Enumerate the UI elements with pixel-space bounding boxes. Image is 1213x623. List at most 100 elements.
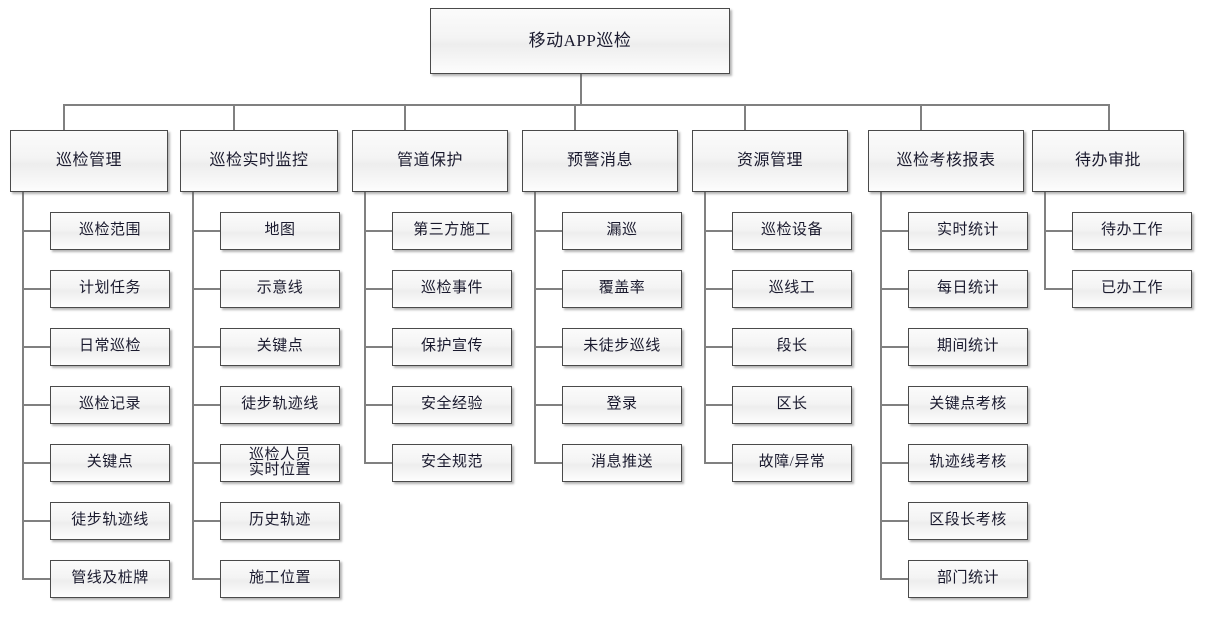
leaf-node-5-3-label: 关键点考核 bbox=[929, 396, 1007, 413]
leaf-node-0-1-label: 计划任务 bbox=[78, 280, 141, 297]
connector-branch-trunk-3 bbox=[534, 192, 536, 463]
root-node[interactable]: 移动APP巡检 bbox=[430, 8, 730, 74]
leaf-node-2-4[interactable]: 安全规范 bbox=[392, 444, 512, 482]
leaf-node-3-2[interactable]: 未徒步巡线 bbox=[562, 328, 682, 366]
leaf-node-0-4-label: 关键点 bbox=[86, 454, 134, 471]
leaf-node-0-1[interactable]: 计划任务 bbox=[50, 270, 170, 308]
connector-child-5-0 bbox=[880, 230, 908, 232]
leaf-node-2-4-label: 安全规范 bbox=[420, 454, 483, 471]
leaf-node-2-0[interactable]: 第三方施工 bbox=[392, 212, 512, 250]
branch-node-5-label: 巡检考核报表 bbox=[896, 151, 996, 169]
connector-child-0-3 bbox=[22, 404, 50, 406]
leaf-node-5-2[interactable]: 期间统计 bbox=[908, 328, 1028, 366]
connector-child-0-0 bbox=[22, 230, 50, 232]
branch-node-0-label: 巡检管理 bbox=[55, 151, 122, 169]
leaf-node-5-1-label: 每日统计 bbox=[936, 280, 999, 297]
leaf-node-1-1[interactable]: 示意线 bbox=[220, 270, 340, 308]
leaf-node-2-2-label: 保护宣传 bbox=[420, 338, 483, 355]
leaf-node-4-3[interactable]: 区长 bbox=[732, 386, 852, 424]
branch-node-2[interactable]: 管道保护 bbox=[352, 130, 508, 192]
leaf-node-1-1-label: 示意线 bbox=[256, 280, 304, 297]
leaf-node-0-5-label: 徒步轨迹线 bbox=[71, 512, 149, 529]
leaf-node-4-3-label: 区长 bbox=[776, 396, 808, 413]
connector-child-1-5 bbox=[192, 520, 220, 522]
leaf-node-4-2[interactable]: 段长 bbox=[732, 328, 852, 366]
leaf-node-1-0[interactable]: 地图 bbox=[220, 212, 340, 250]
leaf-node-5-0[interactable]: 实时统计 bbox=[908, 212, 1028, 250]
connector-child-2-1 bbox=[364, 288, 392, 290]
leaf-node-5-1[interactable]: 每日统计 bbox=[908, 270, 1028, 308]
branch-node-6-label: 待办审批 bbox=[1074, 151, 1141, 169]
leaf-node-2-1[interactable]: 巡检事件 bbox=[392, 270, 512, 308]
connector-child-5-4 bbox=[880, 462, 908, 464]
leaf-node-2-3-label: 安全经验 bbox=[420, 396, 483, 413]
leaf-node-5-2-label: 期间统计 bbox=[936, 338, 999, 355]
leaf-node-5-5-label: 区段长考核 bbox=[929, 512, 1007, 529]
branch-node-3[interactable]: 预警消息 bbox=[522, 130, 678, 192]
leaf-node-2-0-label: 第三方施工 bbox=[413, 222, 491, 239]
leaf-node-1-5[interactable]: 历史轨迹 bbox=[220, 502, 340, 540]
connector-child-2-0 bbox=[364, 230, 392, 232]
branch-node-0[interactable]: 巡检管理 bbox=[10, 130, 168, 192]
leaf-node-0-2[interactable]: 日常巡检 bbox=[50, 328, 170, 366]
leaf-node-5-5[interactable]: 区段长考核 bbox=[908, 502, 1028, 540]
leaf-node-3-4-label: 消息推送 bbox=[590, 454, 653, 471]
leaf-node-1-6[interactable]: 施工位置 bbox=[220, 560, 340, 598]
connector-child-4-4 bbox=[704, 462, 732, 464]
leaf-node-1-3[interactable]: 徒步轨迹线 bbox=[220, 386, 340, 424]
connector-bus bbox=[63, 104, 1110, 106]
leaf-node-0-6[interactable]: 管线及桩牌 bbox=[50, 560, 170, 598]
leaf-node-4-2-label: 段长 bbox=[776, 338, 808, 355]
leaf-node-3-1-label: 覆盖率 bbox=[598, 280, 646, 297]
connector-child-5-3 bbox=[880, 404, 908, 406]
connector-branch-trunk-4 bbox=[704, 192, 706, 463]
connector-child-0-5 bbox=[22, 520, 50, 522]
leaf-node-3-0-label: 漏巡 bbox=[606, 222, 638, 239]
leaf-node-2-3[interactable]: 安全经验 bbox=[392, 386, 512, 424]
connector-branch-stem-6 bbox=[1108, 104, 1110, 130]
connector-child-3-0 bbox=[534, 230, 562, 232]
leaf-node-0-6-label: 管线及桩牌 bbox=[71, 570, 149, 587]
branch-node-4[interactable]: 资源管理 bbox=[692, 130, 848, 192]
connector-branch-trunk-2 bbox=[364, 192, 366, 463]
connector-child-4-2 bbox=[704, 346, 732, 348]
connector-child-6-0 bbox=[1044, 230, 1072, 232]
connector-child-1-1 bbox=[192, 288, 220, 290]
leaf-node-0-4[interactable]: 关键点 bbox=[50, 444, 170, 482]
leaf-node-1-5-label: 历史轨迹 bbox=[248, 512, 311, 529]
leaf-node-0-5[interactable]: 徒步轨迹线 bbox=[50, 502, 170, 540]
leaf-node-3-0[interactable]: 漏巡 bbox=[562, 212, 682, 250]
leaf-node-5-4[interactable]: 轨迹线考核 bbox=[908, 444, 1028, 482]
branch-node-3-label: 预警消息 bbox=[566, 151, 633, 169]
leaf-node-3-4[interactable]: 消息推送 bbox=[562, 444, 682, 482]
leaf-node-4-4-label: 故障/异常 bbox=[758, 454, 826, 471]
leaf-node-0-0-label: 巡检范围 bbox=[78, 222, 141, 239]
connector-child-6-1 bbox=[1044, 288, 1072, 290]
leaf-node-4-4[interactable]: 故障/异常 bbox=[732, 444, 852, 482]
branch-node-6[interactable]: 待办审批 bbox=[1032, 130, 1184, 192]
leaf-node-0-3[interactable]: 巡检记录 bbox=[50, 386, 170, 424]
leaf-node-1-2[interactable]: 关键点 bbox=[220, 328, 340, 366]
leaf-node-6-0[interactable]: 待办工作 bbox=[1072, 212, 1192, 250]
branch-node-1[interactable]: 巡检实时监控 bbox=[180, 130, 338, 192]
leaf-node-4-0[interactable]: 巡检设备 bbox=[732, 212, 852, 250]
leaf-node-2-2[interactable]: 保护宣传 bbox=[392, 328, 512, 366]
leaf-node-3-3[interactable]: 登录 bbox=[562, 386, 682, 424]
leaf-node-5-4-label: 轨迹线考核 bbox=[929, 454, 1007, 471]
connector-child-4-0 bbox=[704, 230, 732, 232]
connector-branch-trunk-6 bbox=[1044, 192, 1046, 289]
leaf-node-3-1[interactable]: 覆盖率 bbox=[562, 270, 682, 308]
leaf-node-5-6[interactable]: 部门统计 bbox=[908, 560, 1028, 598]
leaf-node-0-2-label: 日常巡检 bbox=[78, 338, 141, 355]
connector-branch-stem-1 bbox=[233, 104, 235, 130]
leaf-node-0-0[interactable]: 巡检范围 bbox=[50, 212, 170, 250]
connector-branch-stem-2 bbox=[404, 104, 406, 130]
leaf-node-4-0-label: 巡检设备 bbox=[760, 222, 823, 239]
leaf-node-5-3[interactable]: 关键点考核 bbox=[908, 386, 1028, 424]
leaf-node-1-0-label: 地图 bbox=[264, 222, 296, 239]
leaf-node-6-1[interactable]: 已办工作 bbox=[1072, 270, 1192, 308]
leaf-node-4-1[interactable]: 巡线工 bbox=[732, 270, 852, 308]
branch-node-5[interactable]: 巡检考核报表 bbox=[868, 130, 1024, 192]
leaf-node-1-4[interactable]: 巡检人员 实时位置 bbox=[220, 444, 340, 482]
connector-branch-stem-5 bbox=[920, 104, 922, 130]
